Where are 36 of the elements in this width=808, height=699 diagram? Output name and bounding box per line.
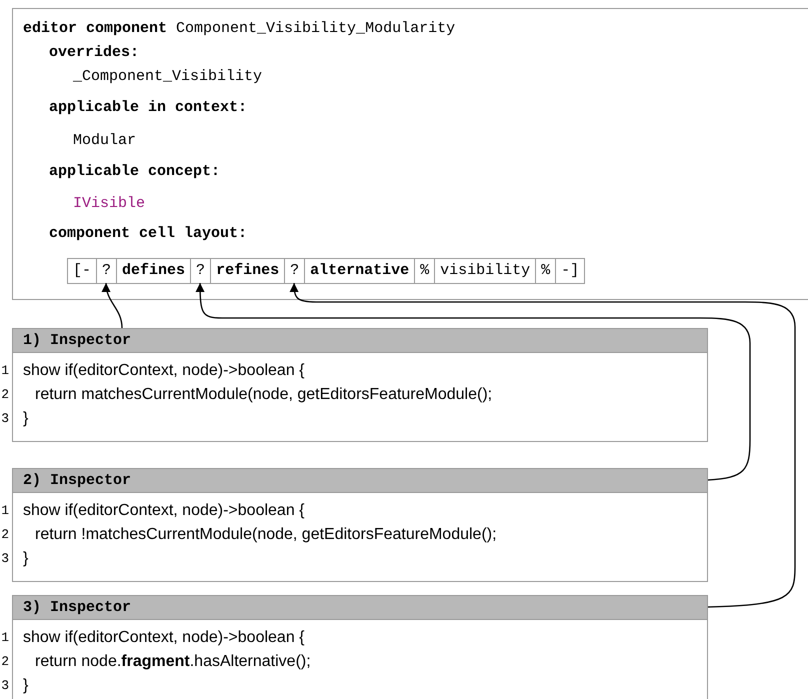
inspector-header: 3) Inspector — [13, 596, 707, 620]
connector-arrow — [290, 282, 796, 608]
line-number: 1 — [0, 629, 9, 647]
inspector-header: 2) Inspector — [13, 469, 707, 493]
section-label: applicable concept: — [49, 162, 220, 182]
connector-arrow — [102, 282, 123, 328]
property-value: IVisible — [73, 194, 146, 214]
code-line: show if(editorContext, node)->boolean { — [22, 501, 306, 521]
inspector-card — [12, 328, 708, 442]
property-value: Modular — [73, 131, 136, 151]
section-label: component cell layout: — [49, 224, 248, 244]
inspector-card — [12, 595, 708, 699]
code-line: } — [22, 409, 30, 429]
code-line: return matchesCurrentModule(node, getEditorsFeatureModule(); — [34, 385, 494, 405]
line-number: 2 — [0, 526, 9, 544]
component-title: editor component Component_Visibility_Modularity — [23, 19, 456, 39]
section-label: applicable in context: — [49, 98, 248, 118]
inspector-header: 1) Inspector — [13, 329, 707, 353]
component-panel — [12, 8, 808, 300]
code-line: return node.fragment.hasAlternative(); — [34, 652, 312, 672]
line-number: 3 — [0, 677, 9, 695]
code-line: return !matchesCurrentModule(node, getEditorsFeatureModule(); — [34, 525, 498, 545]
inspector-card — [12, 468, 708, 582]
property-value: _Component_Visibility — [73, 67, 262, 87]
line-number: 1 — [0, 362, 9, 380]
code-line: } — [22, 549, 30, 569]
line-number: 2 — [0, 653, 9, 671]
code-line: show if(editorContext, node)->boolean { — [22, 628, 306, 648]
code-line: } — [22, 676, 30, 696]
line-number: 2 — [0, 386, 9, 404]
code-line: show if(editorContext, node)->boolean { — [22, 361, 306, 381]
section-label: overrides: — [49, 43, 140, 63]
line-number: 3 — [0, 550, 9, 568]
connector-arrow — [196, 283, 751, 481]
line-number: 1 — [0, 502, 9, 520]
line-number: 3 — [0, 410, 9, 428]
